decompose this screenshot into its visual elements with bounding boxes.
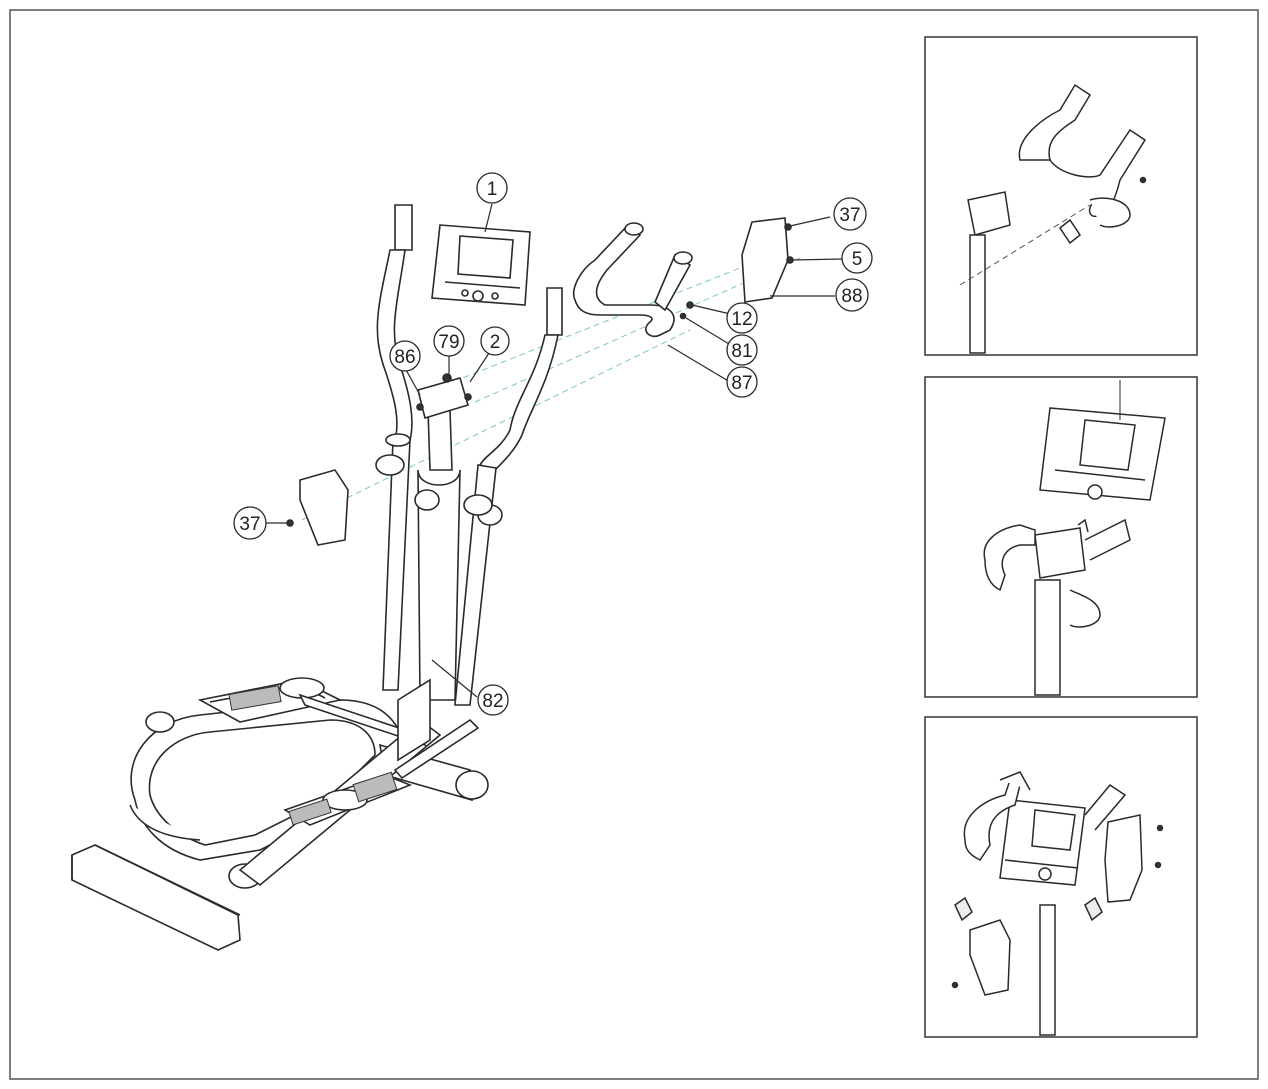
outer-frame — [9, 9, 1259, 1080]
callout-81-label: 81 — [731, 341, 752, 362]
mounting-plate — [416, 373, 472, 420]
callout-79: 79 — [433, 325, 465, 357]
callout-group: 1 2 79 86 37 37 5 88 — [233, 172, 873, 716]
front-cover — [741, 217, 789, 303]
callout-82: 82 — [477, 684, 509, 716]
guide-lines — [301, 257, 801, 521]
console — [431, 224, 531, 306]
flywheel-housing — [129, 699, 406, 861]
callout-1-label: 1 — [487, 179, 498, 200]
left-shroud — [299, 469, 349, 546]
center-mast — [397, 409, 461, 762]
callout-87-label: 87 — [731, 373, 752, 394]
callout-37-left-label: 37 — [239, 514, 260, 535]
callout-5-label: 5 — [852, 249, 863, 270]
callout-12: 12 — [726, 302, 758, 334]
callout-37-right-label: 37 — [839, 205, 860, 226]
callout-86: 86 — [389, 340, 421, 372]
callout-1: 1 — [476, 172, 508, 204]
left-pedal-arm — [298, 693, 427, 747]
detail-panel-3 — [924, 716, 1198, 1038]
right-pedal — [283, 771, 413, 826]
callout-88: 88 — [835, 278, 869, 312]
callout-37-right: 37 — [833, 197, 867, 231]
callout-12-label: 12 — [731, 309, 752, 330]
callout-87: 87 — [726, 366, 758, 398]
upper-handlebar — [573, 222, 693, 338]
rear-stabilizer — [71, 844, 241, 951]
callout-88-label: 88 — [841, 286, 862, 307]
callout-2-label: 2 — [490, 332, 501, 353]
right-handlebar — [454, 287, 563, 706]
callout-82-label: 82 — [482, 691, 503, 712]
main-exploded-view — [71, 204, 801, 951]
detail-panel-2 — [924, 376, 1198, 698]
left-handlebar — [376, 204, 413, 691]
callout-81: 81 — [726, 334, 758, 366]
callout-5: 5 — [841, 242, 873, 274]
callout-2: 2 — [480, 326, 510, 356]
right-pedal-arm — [393, 718, 480, 780]
detail-panel-1 — [924, 36, 1198, 356]
callout-37-left: 37 — [233, 506, 267, 540]
callout-86-label: 86 — [394, 347, 415, 368]
callout-79-label: 79 — [438, 332, 459, 353]
